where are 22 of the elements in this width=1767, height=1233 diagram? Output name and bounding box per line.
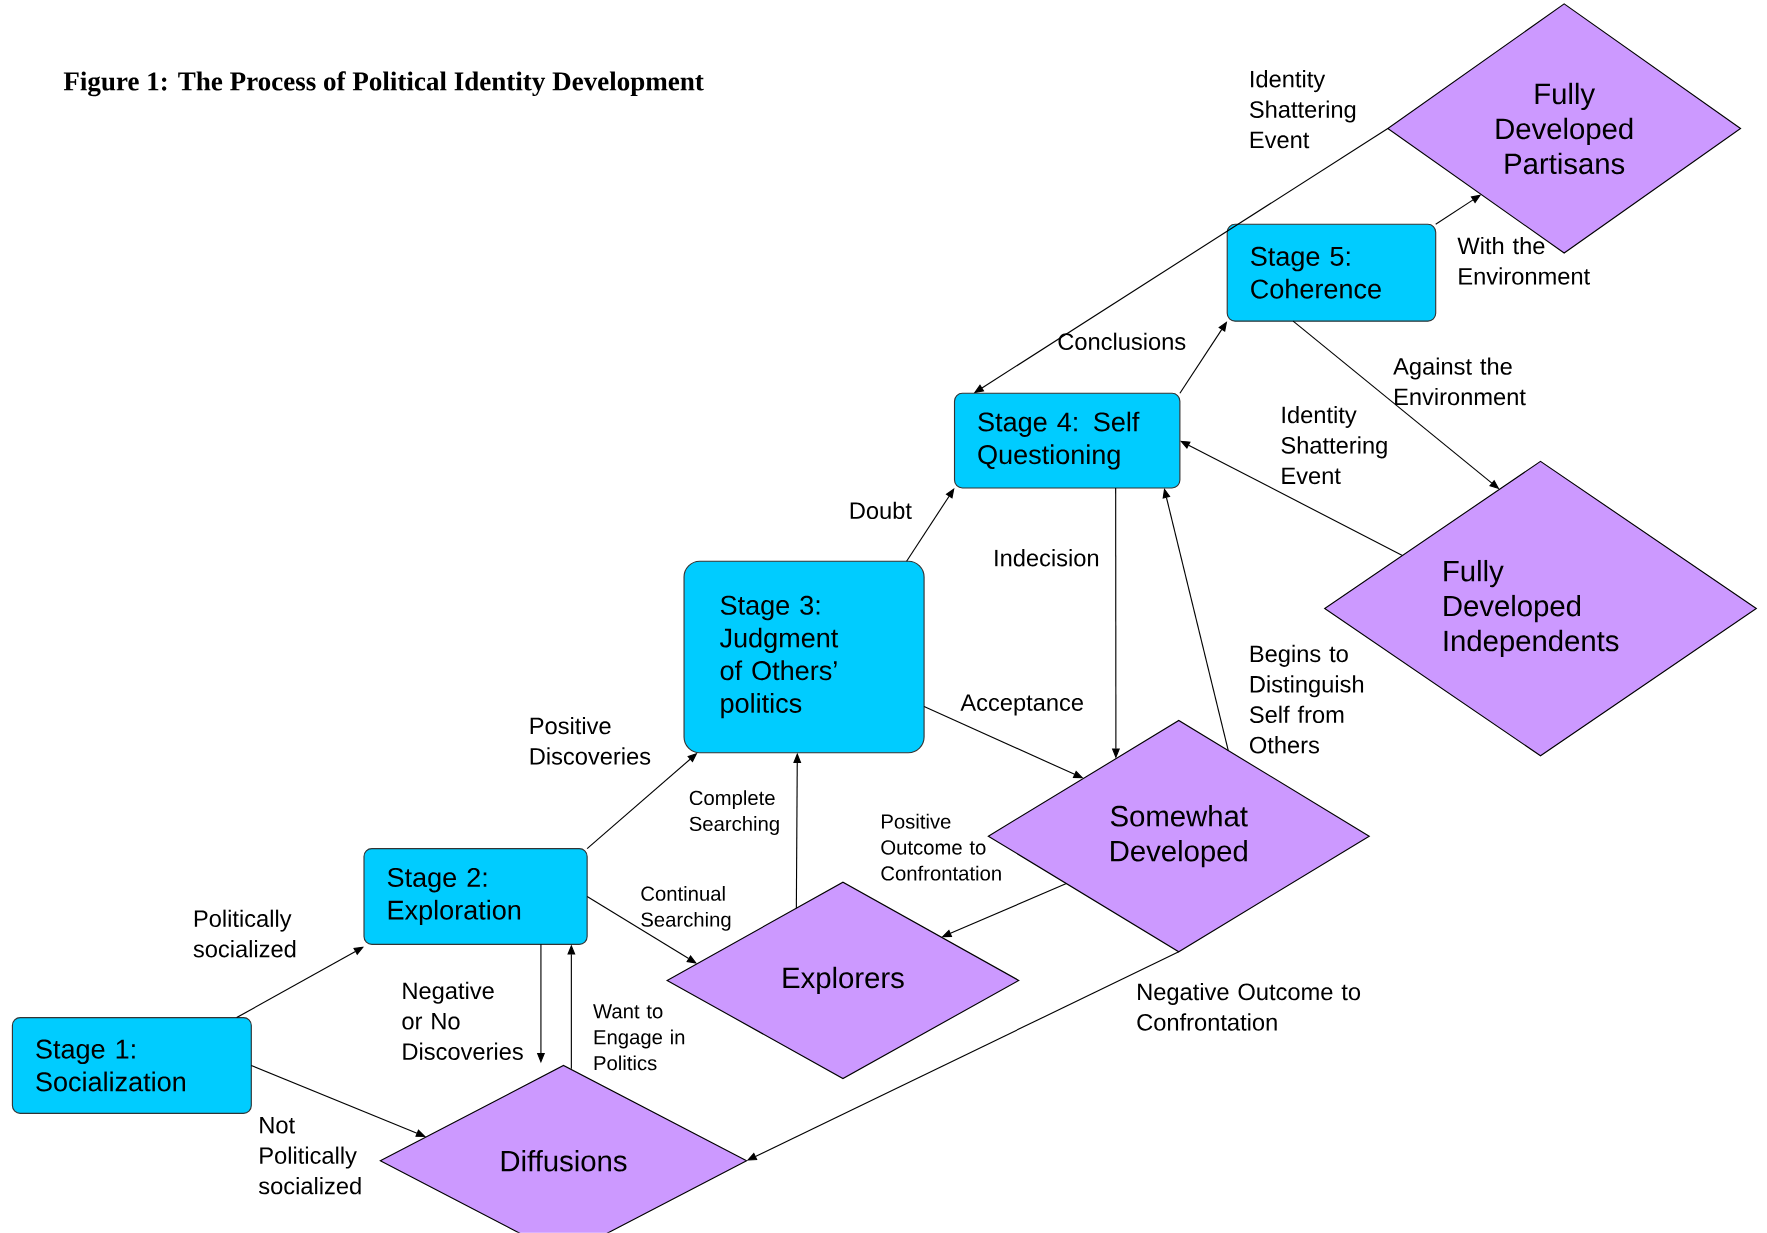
stage-box: Stage 2: Exploration (363, 848, 588, 945)
arrow (906, 488, 955, 562)
stage-box: Stage 3: Judgment of Others’ politics (683, 560, 925, 754)
edge-label: Indecision (995, 549, 1099, 567)
edge-label: Doubt (850, 501, 912, 520)
stage-box: Stage 4: Self Questioning (953, 392, 1181, 489)
stage-box: Stage 1: Socialization (11, 1017, 252, 1115)
edge-label: Not Politically socialized (258, 1117, 361, 1195)
edge-label: Complete Searching (689, 790, 779, 836)
edge-label: Negative or No Discoveries (402, 981, 523, 1061)
stage-box: Stage 5: Coherence (1226, 223, 1437, 322)
arrow (236, 946, 364, 1019)
edge-label: Politically socialized (193, 909, 296, 958)
edge-label: Against the Environment (1393, 357, 1526, 406)
arrow (1162, 488, 1229, 752)
edge-label: Identity Shattering Event (1249, 70, 1356, 149)
figure-title: Figure 1: The Process of Political Identity Development (63, 71, 704, 97)
edge-label: Positive Discoveries (530, 717, 651, 765)
edge-label: Acceptance (960, 694, 1083, 716)
arrow (586, 895, 697, 964)
edge-label: Negative Outcome to Confrontation (1137, 983, 1361, 1031)
edge-label: Conclusions (1058, 332, 1186, 351)
